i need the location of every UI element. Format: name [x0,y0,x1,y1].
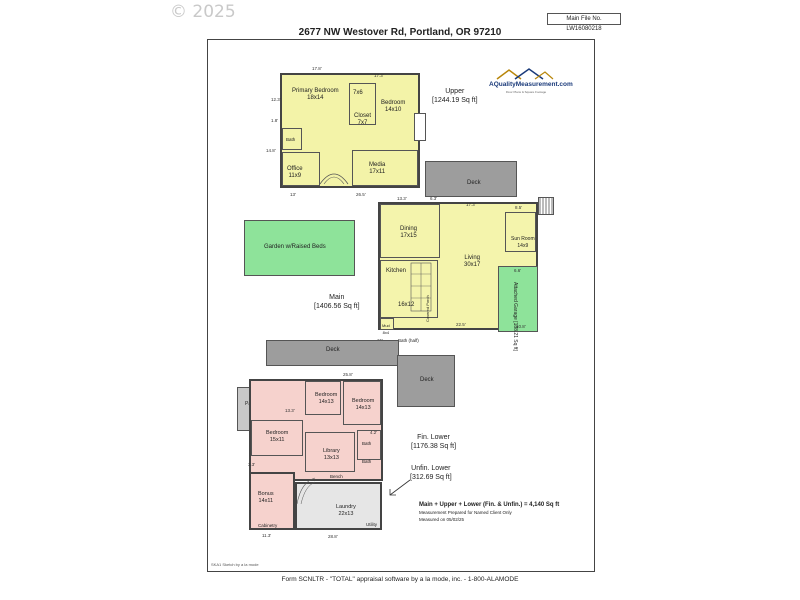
top-deck-label: Deck [467,180,481,186]
logo-text: AQualityMeasurement.com [489,81,573,88]
dim-main-top-1: 13.3' [397,196,407,201]
closet-7x6-label: 7x6 [353,90,363,96]
copyright-watermark: © 2025 [170,2,236,22]
attached-garage [498,266,538,332]
library-label: Library 13x13 [323,448,340,461]
main-level-area: Main [1406.56 Sq ft] [314,294,360,310]
utility-label: Utility [366,522,377,527]
dim-lower-top: 25.8' [343,372,353,377]
sun-room-label: Sun Room 14x9 [511,236,535,249]
sketch-note: SKA1 Sketch by a la mode [211,562,259,567]
lower-stairs [296,477,316,505]
main-stairs [410,262,432,312]
lower-bedroom-1-label: Bedroom 14x13 [315,392,338,405]
upper-office-room [282,152,320,186]
unfin-lower-area: Unfin. Lower [312.69 Sq ft] [410,465,452,481]
main-deck-top [425,161,517,197]
lower-bath-2-label: Bath [362,459,372,464]
logo-tagline: Floor Plans & Square Footage [505,90,547,94]
floor-plan-frame [207,39,595,572]
dim-lower-left: 13.3' [285,408,295,413]
dining-room [380,204,440,258]
fin-lower-area: Fin. Lower [1176.38 Sq ft] [411,434,457,450]
upper-media-room [352,150,418,186]
dim-main-top-3: 17.3' [466,202,476,207]
dim-garage-top: 6.6' [514,268,522,273]
right-deck-label: Deck [420,377,434,383]
media-label: Media 17x11 [369,162,386,175]
library-room [305,432,355,472]
upper-bath-room [282,128,302,150]
closet-7x7-label: Closet 7x7 [354,113,372,126]
lower-bedroom-2-label: Bedroom 14x13 [352,398,375,411]
lower-bedroom-3-label: Bedroom 15x11 [266,430,289,443]
form-footer: Form SCNLTR - "TOTAL" appraisal software… [281,576,519,583]
lower-deck-right [397,355,455,407]
office-label: Office 11x9 [287,166,303,179]
upper-closet-room [349,83,376,125]
dim-main-top-4: 8.5' [515,205,523,210]
kitchen-room [380,260,438,318]
company-logo: AQualityMeasurement.com Floor Plans & Sq… [489,68,573,100]
kitchen-label: Kitchen [386,268,407,274]
house-roof-icon [496,68,554,80]
measurement-summary: Main + Upper + Lower (Fin. & Unfin.) = 4… [419,502,559,523]
unfinished-laundry [295,482,382,530]
living-label: Living 30x17 [464,255,481,268]
dim-upper-top-1: 17.8' [312,66,322,71]
dim-upper-left-2: 1.8' [271,118,279,123]
prepared-for-line: Measurement Prepared for Named Client On… [419,510,512,515]
lower-bedroom-1 [305,381,341,415]
lower-bath-label: Bath [362,441,372,446]
dim-upper-bottom-2: 26.5' [356,192,366,197]
lower-deck-top [266,340,399,366]
main-deck-steps [538,197,554,215]
upper-level-area: Upper [1244.19 Sq ft] [432,88,478,104]
dim-lower-bath: 4.2' [370,430,378,435]
mud-label: Mud 8x4 [382,323,390,335]
sun-room [505,212,536,252]
dim-lower-bottom-2: 28.8' [328,534,338,539]
dim-lower-side: 3.3' [248,462,256,467]
cabinetry-label: Cabinetry [258,523,278,528]
bonus-label: Bonus 14x11 [258,491,274,504]
dim-main-bottom-1: 22.5' [456,322,466,327]
dim-upper-top-2: 17.3' [374,73,384,78]
half-bath-label: Bath (half) [398,338,419,343]
bench-label: Bench [330,474,343,479]
mud-room [380,318,394,330]
dim-lower-bottom-1: 11.3' [262,533,272,538]
measured-on-line: Measured on 05/02/25 [419,517,465,522]
garden-label: Garden w/Raised Beds [264,244,326,250]
lower-deck-label: Deck [326,347,340,353]
primary-bedroom-label: Primary Bedroom 18x14 [292,88,339,101]
garden-raised-beds [244,220,355,276]
lower-bedroom-3 [251,420,303,456]
dim-main-top-2: 6.3' [430,196,438,201]
dining-label: Dining 17x15 [400,226,418,239]
kitchen-size: 16x12 [398,302,415,308]
garage-label: Attached Garage [188.21 Sq ft] [512,282,518,351]
lower-bath [357,430,381,460]
upper-stairs [319,173,349,185]
upper-bath-label: Bath [286,137,296,142]
upper-closet-small [414,113,426,141]
lower-bedroom-2 [343,381,381,425]
property-address-title: 2677 NW Westover Rd, Portland, OR 97210 [298,27,502,38]
dim-garage-bottom: 10.8' [516,324,526,329]
laundry-label: Laundry 22x13 [336,504,356,517]
main-file-number: Main File No. LW16080218 [547,13,621,32]
upper-bedroom-label: Bedroom 14x10 [381,100,406,113]
pointer-arrow-icon [389,479,411,496]
dim-upper-bottom-1: 13' [290,192,296,197]
total-area-line: Main + Upper + Lower (Fin. & Unfin.) = 4… [419,502,560,508]
bonus-room [249,472,295,530]
dim-upper-left-1: 12.3' [271,97,281,102]
dim-upper-left-3: 14.8' [266,148,276,153]
